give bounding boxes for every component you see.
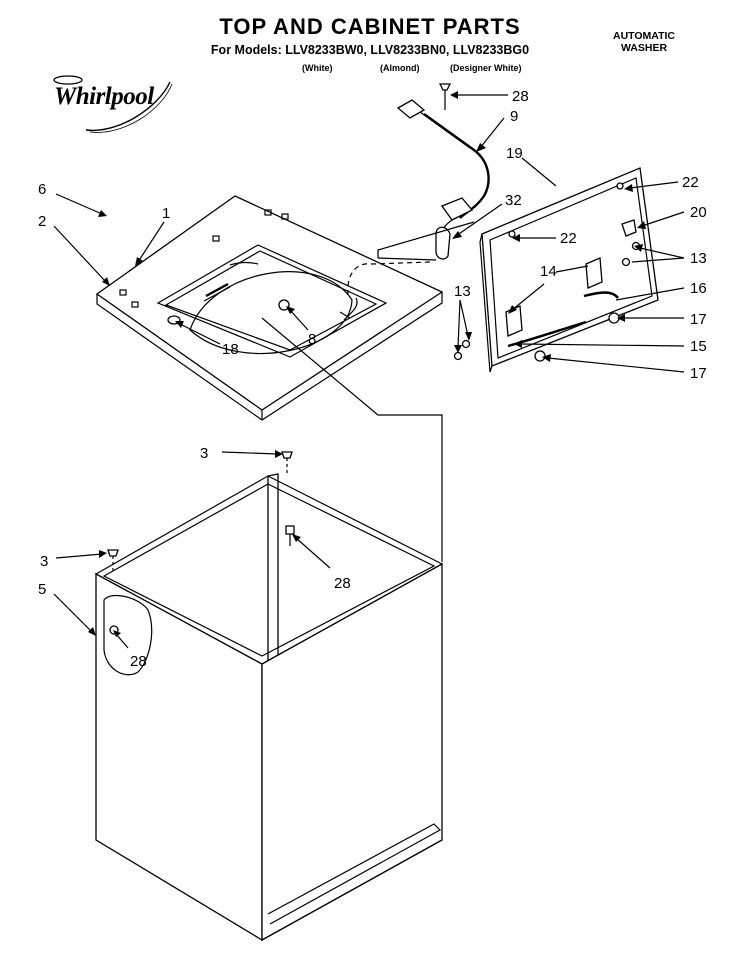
callout-5: 5 <box>38 581 46 598</box>
wire-harness <box>377 83 490 261</box>
callout-16: 16 <box>690 280 707 297</box>
callout-15: 15 <box>690 338 707 355</box>
color-almond: (Almond) <box>380 63 420 73</box>
callout-20: 20 <box>690 204 707 221</box>
brand-logo-swoosh <box>53 75 173 133</box>
callout-8: 8 <box>308 331 316 348</box>
models-line: For Models: LLV8233BW0, LLV8233BN0, LLV8… <box>210 43 530 57</box>
callout-32: 32 <box>505 192 522 209</box>
leader-lines <box>53 91 685 649</box>
callout-2: 2 <box>38 213 46 230</box>
callout-28-top: 28 <box>512 88 529 105</box>
callout-17-upper: 17 <box>690 311 707 328</box>
callouts: 28 9 19 32 22 20 22 13 14 16 13 17 15 17… <box>38 88 707 670</box>
callout-3-upper: 3 <box>200 445 208 462</box>
callout-22-right: 22 <box>682 174 699 191</box>
cabinet <box>94 451 444 942</box>
callout-28-mid: 28 <box>334 575 351 592</box>
callout-18: 18 <box>222 341 239 358</box>
callout-19: 19 <box>506 145 523 162</box>
callout-22-inner: 22 <box>560 230 577 247</box>
color-designer-white: (Designer White) <box>450 63 522 73</box>
appliance-type: AUTOMATIC WASHER <box>596 30 692 54</box>
callout-9: 9 <box>510 108 518 125</box>
top-panel <box>95 195 444 421</box>
callout-28-lower: 28 <box>130 653 147 670</box>
callout-14: 14 <box>540 263 557 280</box>
appliance-line2: WASHER <box>620 42 668 54</box>
brand-logo: Whirlpool <box>54 83 154 110</box>
callout-13-right: 13 <box>690 250 707 267</box>
color-white: (White) <box>302 63 333 73</box>
callout-6: 6 <box>38 181 46 198</box>
callout-13-left: 13 <box>454 283 471 300</box>
callout-3-lower: 3 <box>40 553 48 570</box>
appliance-line1: AUTOMATIC <box>612 30 676 42</box>
callout-17-lower: 17 <box>690 365 707 382</box>
callout-1: 1 <box>162 205 170 222</box>
page-title: TOP AND CABINET PARTS <box>219 14 521 39</box>
